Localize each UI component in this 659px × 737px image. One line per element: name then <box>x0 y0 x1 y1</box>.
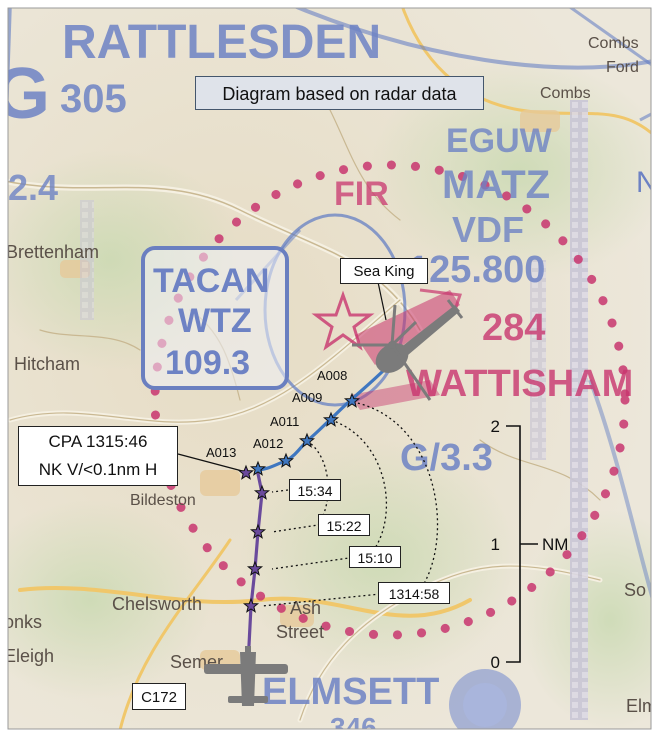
fir-label: FIR <box>334 175 389 213</box>
diagram-title: Diagram based on radar data <box>222 84 457 104</box>
c172-marker-2 <box>249 523 267 539</box>
tacan-channel-label: 109.3 <box>165 344 250 382</box>
light-aircraft-silhouette-icon <box>204 646 288 706</box>
brettenham-label: Brettenham <box>6 242 99 262</box>
frequency-label: 125.800 <box>408 249 545 291</box>
c172-marker-4 <box>242 597 260 613</box>
ash-label: Ash <box>290 598 321 618</box>
time-label-15-34: 15:34 <box>289 479 341 501</box>
time-label-15-22: 15:22 <box>318 514 370 536</box>
sea-king-label: Sea King <box>353 263 415 280</box>
chelsworth-label: Chelsworth <box>112 594 202 614</box>
hitcham-label: Hitcham <box>14 354 80 374</box>
heli-marker-4 <box>277 452 295 468</box>
c172-label-box: C172 <box>132 683 186 710</box>
tacan-box <box>141 246 289 390</box>
place-names: Combs Ford Combs Brettenham Hitcham Bild… <box>4 35 658 716</box>
heli-marker-3 <box>298 432 316 448</box>
altitude-305-label: 305 <box>60 77 127 121</box>
scale-unit-label: NM <box>542 535 568 554</box>
altitude-a009: A009 <box>292 390 322 405</box>
scale-label-2: 2 <box>491 417 500 436</box>
rattlesden-label: RATTLESDEN <box>62 16 381 69</box>
elm-label: Elm <box>626 696 657 716</box>
sea-king-label-box: Sea King <box>340 258 428 284</box>
heli-marker-5 <box>249 460 267 476</box>
onks-label: onks <box>4 612 42 632</box>
bildeston-label: Bildeston <box>130 492 196 509</box>
ford-label: Ford <box>606 59 639 76</box>
matz-boundary <box>150 160 630 640</box>
street-label: Street <box>276 622 324 642</box>
aerodrome-symbol-icon <box>311 290 375 351</box>
so-label: So <box>624 580 646 600</box>
time-label-1314-58: 1314:58 <box>378 582 450 604</box>
altitude-a011: A011 <box>270 414 299 429</box>
vdf-label: VDF <box>452 209 524 250</box>
wattisham-label: WATTISHAM <box>406 363 633 405</box>
airspace-boundary-hatch <box>80 100 588 720</box>
combs-label: Combs <box>588 35 639 52</box>
cpa-marker <box>237 464 255 480</box>
scale-label-1: 1 <box>491 535 500 554</box>
chart-labels: RATTLESDEN G 305 /2.4 EGUW MATZ VDF 125.… <box>0 16 633 737</box>
altitude-a008: A008 <box>317 368 347 383</box>
time-label-15-10: 15:10 <box>349 546 401 568</box>
heli-marker-2 <box>322 411 340 427</box>
g-3-3-label: G/3.3 <box>400 437 493 479</box>
c172-label: C172 <box>141 689 177 706</box>
combs-alt-label: Combs <box>540 85 591 102</box>
flight-level-left-label: /2.4 <box>0 167 58 208</box>
diagram-title-box: Diagram based on radar data <box>195 76 484 110</box>
cpa-label-box: CPA 1315:46 NK V/<0.1nm H <box>18 426 178 486</box>
altitude-a013: A013 <box>206 445 236 460</box>
scale-bar-line <box>506 425 538 663</box>
cpa-time-text: CPA 1315:46 <box>48 432 148 451</box>
altitude-a012: A012 <box>253 436 283 451</box>
cpa-separation-text: NK V/<0.1nm H <box>38 460 158 479</box>
sea-king-leader-line <box>377 281 387 321</box>
elmsett-label: ELMSETT <box>262 671 439 713</box>
altitude-labels: A008 A009 A011 A012 A013 <box>206 368 347 460</box>
eguw-label: EGUW <box>446 122 553 160</box>
eleigh-label: Eleigh <box>4 646 54 666</box>
scale-label-0: 0 <box>491 653 500 672</box>
distance-scale: 2 1 0 NM <box>491 417 569 672</box>
matz-label: MATZ <box>442 163 550 207</box>
elevation-284-label: 284 <box>482 307 545 349</box>
heli-marker-1 <box>343 392 361 408</box>
cpa-leader-line <box>177 453 247 473</box>
leader-15-10 <box>271 419 388 570</box>
track-markers <box>237 392 361 613</box>
tacan-ident-label: WTZ <box>178 302 252 340</box>
c172-marker-1 <box>253 484 271 500</box>
helicopter-silhouette-icon <box>352 299 464 401</box>
time-leader-lines <box>261 401 439 607</box>
c172-marker-3 <box>246 560 264 576</box>
tacan-label: TACAN <box>153 262 269 300</box>
